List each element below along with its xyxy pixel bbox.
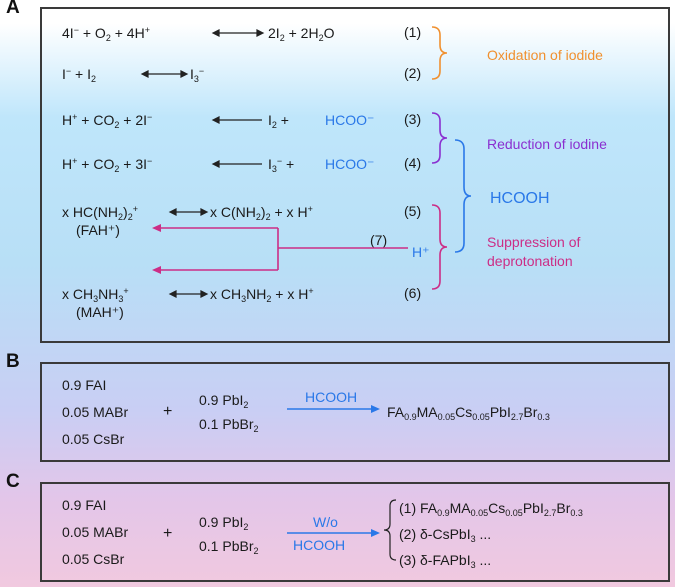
eq3-lhs: H+ + CO2 + 2I−	[62, 112, 153, 130]
eq4-rhs: I3− +	[268, 156, 295, 174]
reduction-label: Reduction of iodine	[487, 136, 607, 152]
eq2-rhs: I3−	[190, 66, 205, 84]
c-reagent-fai: 0.9 FAI	[62, 497, 107, 513]
eq1-arrow	[211, 29, 265, 37]
b-reagent-fai: 0.9 FAI	[62, 377, 107, 393]
c-reagent-csbr: 0.05 CsBr	[62, 551, 125, 567]
b-plus: +	[163, 403, 173, 420]
b-reagent-pbbr2: 0.1 PbBr2	[199, 416, 259, 434]
panel-b	[40, 362, 670, 462]
c-product-1: (1) FA0.9MA0.05Cs0.05PbI2.7Br0.3	[399, 500, 583, 518]
hcooh-brace	[454, 139, 472, 253]
eq5-arrow	[168, 208, 209, 216]
panel-c-letter: C	[6, 471, 20, 492]
c-arrow-label-bottom: HCOOH	[293, 537, 346, 553]
eq1-rhs: 2I2 + 2H2O	[268, 25, 335, 43]
panel-a-letter: A	[6, 0, 20, 18]
path7-number: (7)	[370, 232, 388, 248]
suppression-label-line1: Suppression of	[487, 234, 581, 250]
eq5-number: (5)	[404, 203, 422, 219]
hcooh-label: HCOOH	[490, 190, 550, 207]
eq1-number: (1)	[404, 24, 422, 40]
eq3-rhs: I2 +	[268, 112, 289, 130]
panel-a	[40, 7, 670, 343]
b-reagent-csbr: 0.05 CsBr	[62, 431, 125, 447]
eq6-lhs: x CH3NH3+	[62, 286, 129, 304]
eq4-lhs: H+ + CO2 + 3I−	[62, 156, 153, 174]
panel-b-letter: B	[6, 351, 20, 372]
mah-label: (MAH⁺)	[76, 304, 124, 320]
c-reagent-pbi2: 0.9 PbI2	[199, 514, 249, 532]
b-product: FA0.9MA0.05Cs0.05PbI2.7Br0.3	[387, 404, 550, 422]
c-reaction-arrow	[287, 529, 380, 537]
eq5-lhs: x HC(NH2)2+	[62, 204, 138, 222]
c-reagent-mabr: 0.05 MABr	[62, 524, 129, 540]
eq3-number: (3)	[404, 111, 422, 127]
b-arrow-label: HCOOH	[305, 389, 358, 405]
eq4-number: (4)	[404, 155, 422, 171]
suppression-brace	[431, 204, 448, 290]
b-reagent-pbi2: 0.9 PbI2	[199, 392, 249, 410]
eq4-arrow	[211, 160, 262, 168]
c-product-3: (3) δ-FAPbI3 ...	[399, 552, 492, 570]
eq4-formate: HCOO⁻	[325, 156, 375, 172]
eq6-arrow	[168, 290, 209, 298]
c-arrow-label-top: W/o	[313, 514, 338, 530]
b-reaction-arrow	[287, 405, 380, 413]
eq1-lhs: 4I− + O2 + 4H+	[62, 25, 150, 43]
eq3-arrow	[211, 116, 262, 124]
eq2-lhs: I− + I2	[62, 66, 97, 84]
path7-proton: H⁺	[412, 244, 430, 260]
oxidation-brace	[431, 26, 448, 80]
c-reagent-pbbr2: 0.1 PbBr2	[199, 538, 259, 556]
path7-arrows	[152, 224, 408, 274]
panel-c	[40, 482, 670, 582]
oxidation-label: Oxidation of iodide	[487, 47, 603, 63]
eq6-rhs: x CH3NH2 + x H+	[210, 286, 314, 304]
eq5-rhs: x C(NH2)2 + x H+	[210, 204, 313, 222]
eq6-number: (6)	[404, 285, 422, 301]
eq2-arrow	[140, 70, 189, 78]
b-reagent-mabr: 0.05 MABr	[62, 404, 129, 420]
c-products-brace	[383, 499, 397, 561]
suppression-label-line2: deprotonation	[487, 253, 573, 269]
c-plus: +	[163, 525, 173, 542]
reduction-brace	[431, 112, 448, 164]
eq2-number: (2)	[404, 65, 422, 81]
eq3-formate: HCOO⁻	[325, 112, 375, 128]
c-product-2: (2) δ-CsPbI3 ...	[399, 526, 492, 544]
fah-label: (FAH⁺)	[76, 222, 120, 238]
